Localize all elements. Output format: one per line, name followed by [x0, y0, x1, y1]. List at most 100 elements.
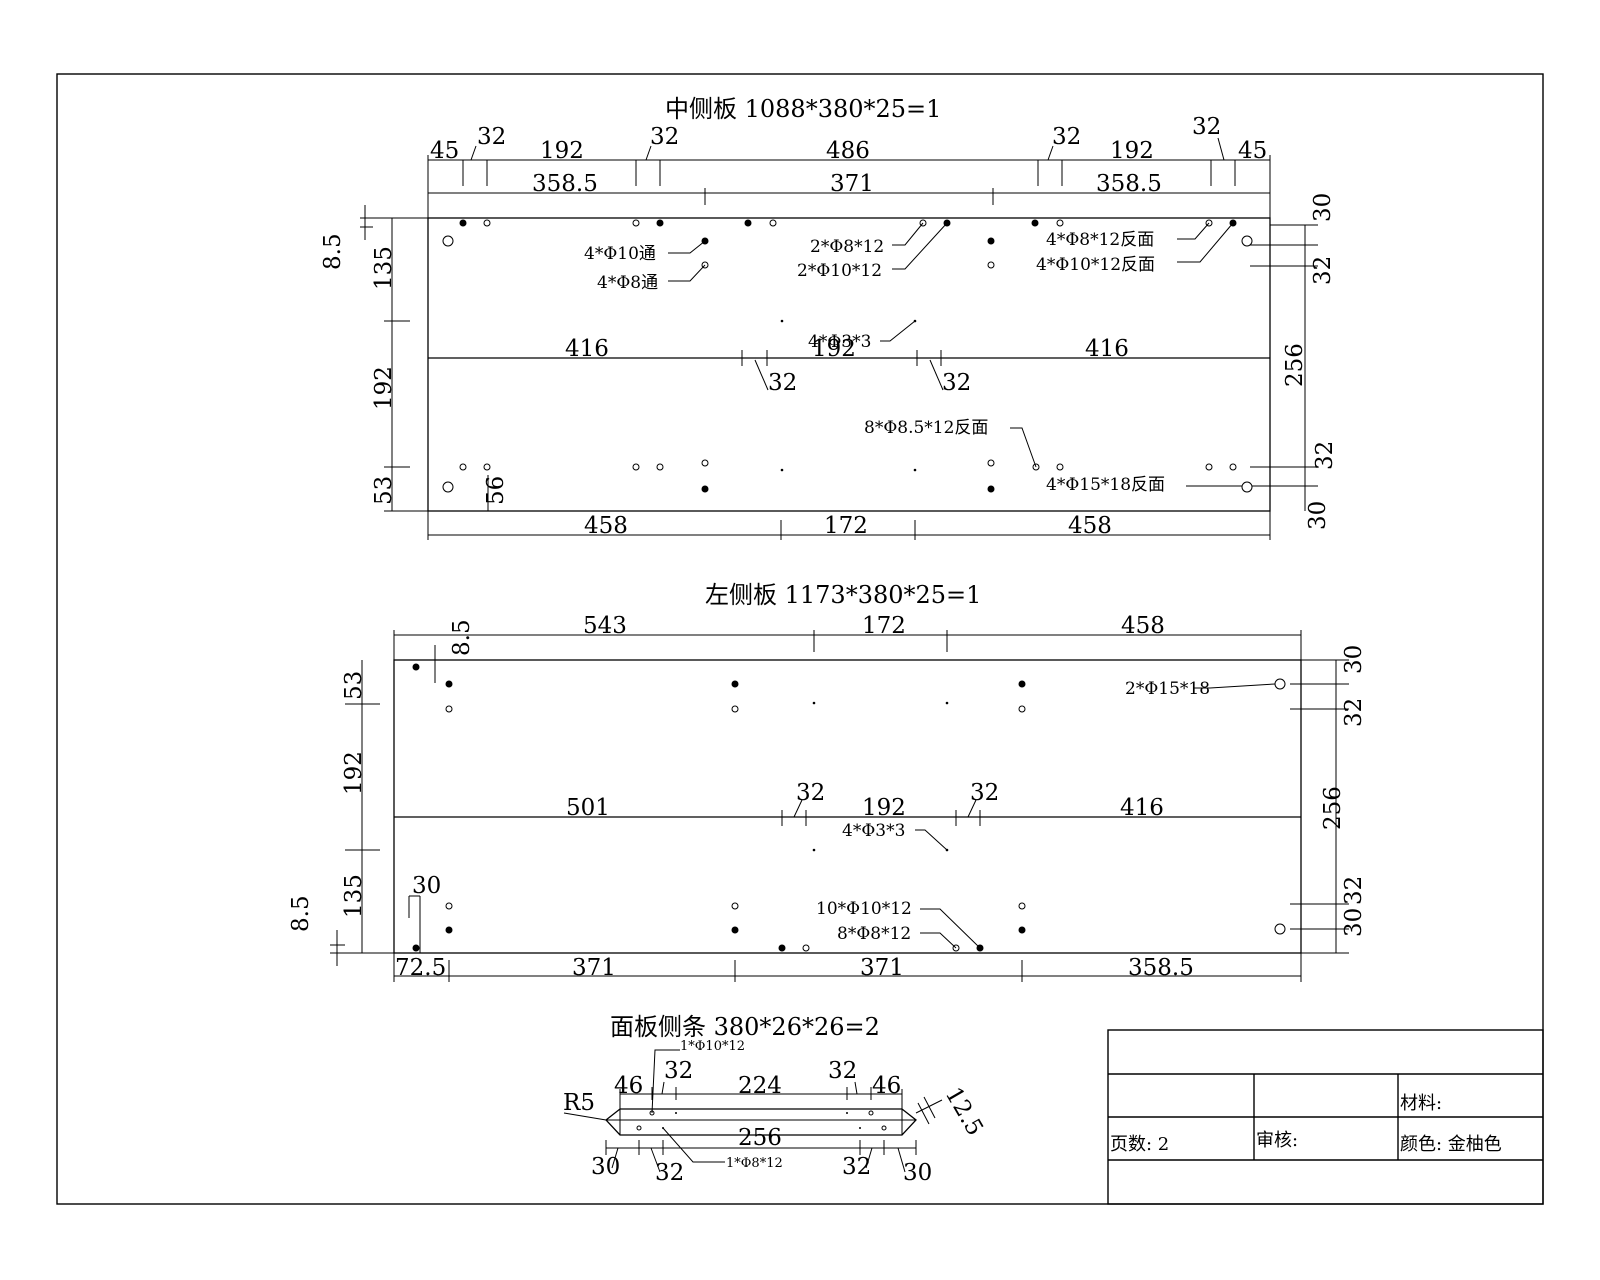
drill-hole — [731, 926, 739, 934]
dimension-label: 371 — [830, 171, 874, 197]
dimension-label: 358.5 — [532, 171, 598, 197]
drill-hole — [1018, 705, 1026, 713]
drill-hole — [812, 701, 816, 705]
panel-top-holes — [442, 219, 1253, 493]
drill-hole — [412, 663, 420, 671]
dimension-label: 358.5 — [1128, 955, 1194, 981]
dimension-label: 4*Φ10通 — [584, 244, 656, 264]
dimension-label: 30 — [1341, 908, 1367, 937]
drawing-line — [892, 222, 924, 246]
dimension-label: 32 — [1192, 114, 1221, 140]
dimension-label: 32 — [1341, 698, 1367, 727]
dimension-label: 371 — [572, 955, 616, 981]
dimension-label: 32 — [477, 124, 506, 150]
drill-hole — [1241, 481, 1253, 493]
dimension-label: 358.5 — [1096, 171, 1162, 197]
review-label: 审核: — [1256, 1130, 1298, 1151]
drill-hole — [859, 1127, 861, 1129]
drill-hole — [442, 481, 454, 493]
dimension-label: 543 — [583, 613, 627, 639]
drill-hole — [812, 848, 816, 852]
drill-hole — [881, 1125, 887, 1131]
drawing-line — [1047, 145, 1054, 161]
drawing-line — [651, 1049, 680, 1114]
dimension-label: 30 — [1341, 645, 1367, 674]
drill-hole — [1031, 219, 1039, 227]
drill-hole — [1056, 219, 1064, 227]
drawing-line — [915, 829, 948, 851]
drawing-frame — [56, 73, 1544, 1205]
drawing-line — [880, 320, 916, 342]
drawing-line — [865, 1147, 873, 1169]
pages-label: 页数: 2 — [1110, 1134, 1169, 1155]
dimension-label: 135 — [341, 874, 367, 918]
drawing-line — [650, 1147, 661, 1173]
dimension-label: 32 — [650, 124, 679, 150]
dimension-label: 53 — [341, 671, 367, 700]
drill-hole — [1056, 463, 1064, 471]
dimension-label: 8.5 — [288, 895, 314, 932]
dimension-label: 4*Φ10*12反面 — [1036, 255, 1155, 275]
dimension-label: 2*Φ10*12 — [797, 261, 882, 281]
dimension-label: 32 — [664, 1058, 693, 1084]
strip: 面板侧条 380*26*26=2 46 32 224 32 46 — [563, 1013, 988, 1186]
drill-hole — [802, 944, 810, 952]
drill-hole — [632, 219, 640, 227]
drawing-line — [967, 799, 977, 818]
dimension-label: 192 — [812, 336, 856, 362]
dimension-label: 56 — [483, 476, 509, 505]
panel-top-title: 中侧板 1088*380*25=1 — [665, 95, 941, 123]
drill-hole — [412, 944, 420, 952]
dimension-label: 8*Φ8.5*12反面 — [864, 418, 988, 438]
drawing-line — [917, 1102, 930, 1125]
dimension-label: 416 — [1120, 795, 1164, 821]
drill-hole — [913, 468, 917, 472]
dimension-label: 30 — [591, 1154, 620, 1180]
drill-hole — [1205, 463, 1213, 471]
drawing-line — [661, 1081, 665, 1095]
drawing-line — [470, 145, 477, 161]
dimension-label: 256 — [1320, 786, 1346, 830]
dimension-label: 2*Φ8*12 — [810, 237, 884, 257]
drill-hole — [632, 463, 640, 471]
drawing-line — [563, 1112, 607, 1121]
drill-hole — [987, 485, 995, 493]
dimension-label: 30 — [903, 1160, 932, 1186]
drill-hole — [1274, 923, 1286, 935]
dimension-label: 32 — [1312, 441, 1338, 470]
panel-top: 中侧板 1088*380*25=1 45 32 192 32 486 32 19… — [320, 95, 1338, 540]
drill-hole — [744, 219, 752, 227]
dimension-label: 45 — [430, 138, 459, 164]
drawing-line — [1010, 427, 1037, 468]
drawing-line — [668, 240, 706, 254]
dimension-label: 45 — [1238, 138, 1267, 164]
drill-hole — [445, 902, 453, 910]
dimension-label: 30 — [412, 873, 441, 899]
drill-hole — [987, 459, 995, 467]
dimension-label: 46 — [872, 1073, 901, 1099]
panel-bottom-holes — [412, 663, 1286, 952]
dimension-label: 1*Φ8*12 — [726, 1156, 783, 1171]
drawing-line — [920, 932, 957, 949]
drill-hole — [731, 902, 739, 910]
dimension-label: 32 — [796, 780, 825, 806]
dimension-label: 256 — [738, 1125, 782, 1151]
dimension-label: 192 — [862, 795, 906, 821]
dimension-label: 32 — [828, 1058, 857, 1084]
drill-hole — [445, 926, 453, 934]
dimension-label: 192 — [1110, 138, 1154, 164]
dimension-label: 30 — [1305, 501, 1331, 530]
drill-hole — [459, 463, 467, 471]
dimension-label: 486 — [826, 138, 870, 164]
drawing-line — [892, 222, 948, 270]
dimension-label: 416 — [1085, 336, 1129, 362]
dimension-label: 4*Φ3*3 — [842, 821, 905, 841]
drawing-line — [793, 799, 803, 818]
drill-hole — [868, 1110, 874, 1116]
title-block: 材料: 页数: 2 审核: 颜色: 金柚色 — [1107, 1029, 1544, 1205]
drill-hole — [445, 680, 453, 688]
dimension-label: 458 — [1121, 613, 1165, 639]
drawing-line — [611, 1147, 619, 1169]
drill-hole — [987, 237, 995, 245]
drawing-line — [920, 908, 981, 949]
